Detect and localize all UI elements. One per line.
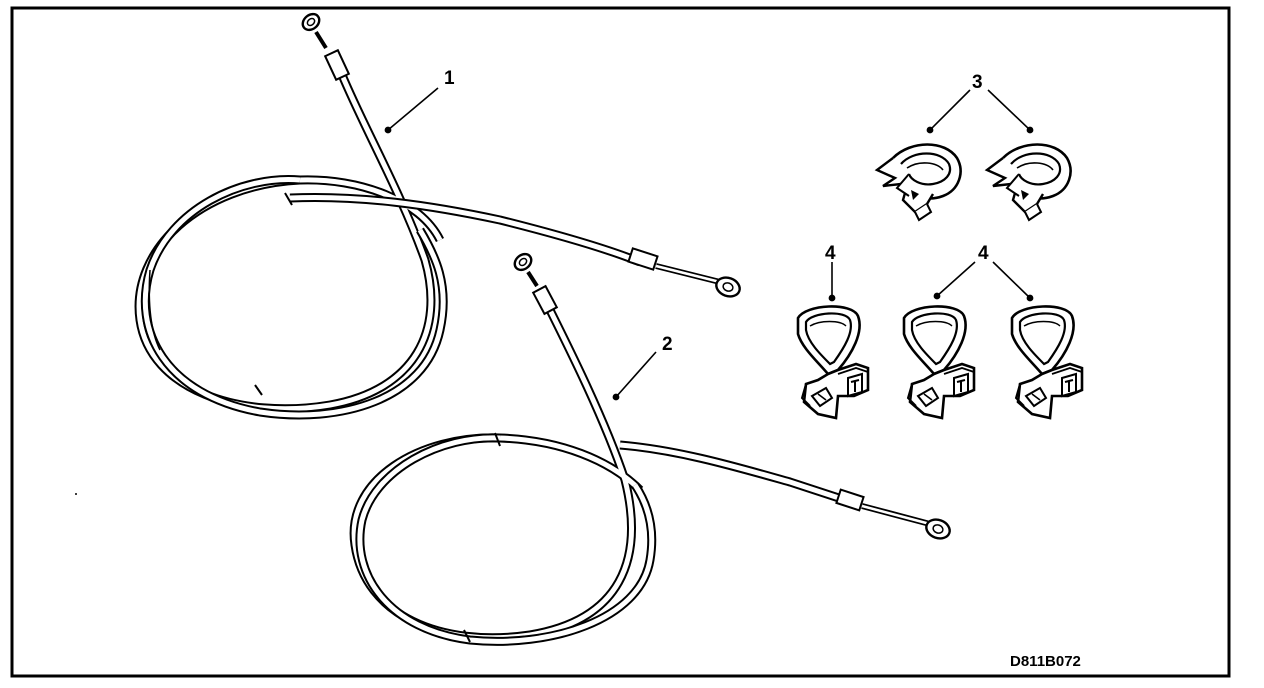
callout-4-left: 4 (825, 243, 836, 264)
callout-1: 1 (444, 68, 455, 89)
cable-1 (134, 68, 642, 420)
callout-3: 3 (972, 72, 983, 93)
cable-1-end-fitting-right (627, 247, 741, 298)
cable-2-end-fitting-top (513, 252, 559, 316)
callout-2: 2 (662, 334, 673, 355)
cable-1-end-fitting-top (301, 12, 351, 82)
cable-2-end-fitting-right (835, 488, 951, 540)
stray-dot (75, 493, 77, 495)
drawing-code: D811B072 (1010, 653, 1081, 670)
cable-2 (349, 297, 847, 646)
leader-lines (384, 87, 1034, 401)
callout-4-right: 4 (978, 243, 989, 264)
